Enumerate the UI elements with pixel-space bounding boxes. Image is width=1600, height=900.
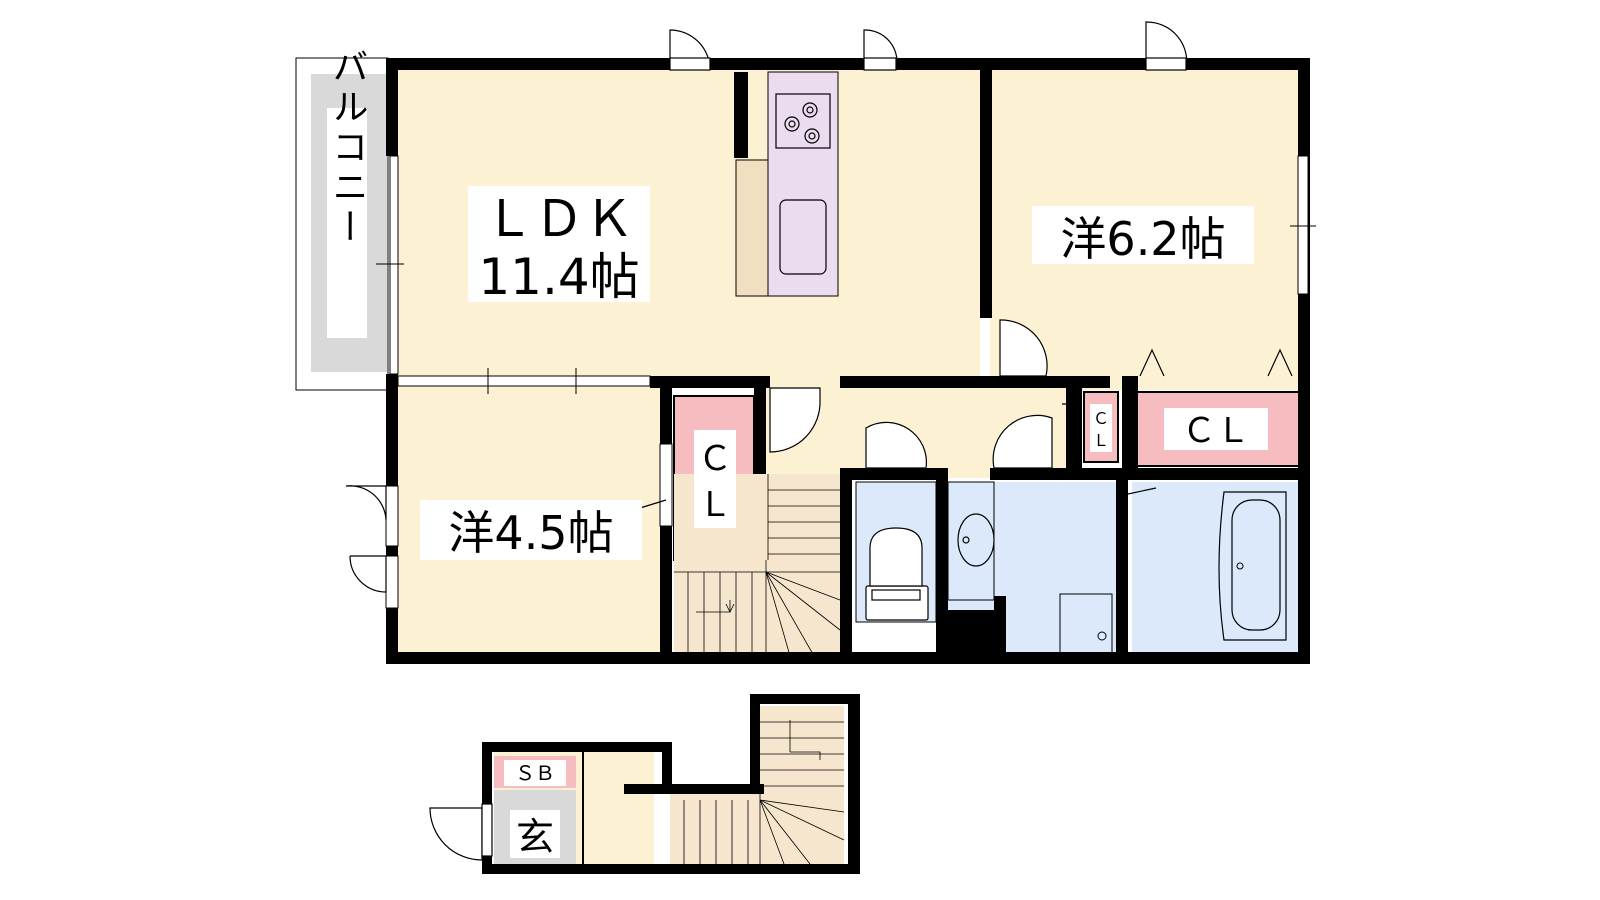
door-entrance [429,803,493,861]
bathtub-icon [1231,499,1281,631]
toilet-room [855,481,937,623]
door-toilet [865,421,927,469]
windows [376,155,1316,609]
closet-small-label-c: Ｃ [1093,409,1109,428]
closet-vertical-label-c: Ｃ [698,439,732,479]
western-room-1-label: 洋6.2帖 [1060,212,1225,266]
balcony-label-text: バルコニー [327,48,368,248]
staircase-lower [683,720,845,865]
western-room-2-label: 洋4.5帖 [448,506,613,560]
western-room-2-label-box [420,500,642,560]
balcony-label: バルコニー [327,48,368,248]
kitchen-unit [767,71,839,297]
western-room-1-label-box [1032,206,1254,264]
closet-vertical-label-box [694,430,736,528]
shoe-box-label-box [504,760,566,786]
sink-icon [779,199,827,275]
stove-icon [775,93,831,149]
washbasin-icon [957,513,995,567]
bathroom [1132,482,1300,656]
ldk-size-label: 11.4帖 [478,248,639,306]
walls-main [386,58,1310,664]
doors [345,21,1293,593]
entrance-area [429,694,860,874]
door-ldk-hall [769,387,821,453]
balcony-label-box [327,108,367,338]
closet-large-label-box [1164,408,1268,450]
closet-small-label-l: Ｌ [1093,431,1109,450]
closet-small-label-box [1090,404,1112,452]
door-western-2-exterior-2 [349,555,387,593]
door-washroom [992,414,1053,469]
shoe-box-label: ＳＢ [515,761,555,785]
ldk-label-box [468,186,650,302]
entrance-label-box [510,810,560,858]
ldk-name-label: ＬＤＫ [484,190,634,248]
door-western-1 [999,319,1048,377]
door-western-2-exterior-1 [345,485,387,521]
toilet-icon [865,527,929,621]
entrance-label: 玄 [516,815,554,859]
walls-entrance [482,694,860,874]
kitchen-counter [735,159,769,297]
closet-large-label: ＣＬ [1182,411,1250,451]
balcony [295,57,389,391]
closet-vertical-label-l: Ｌ [698,485,732,525]
